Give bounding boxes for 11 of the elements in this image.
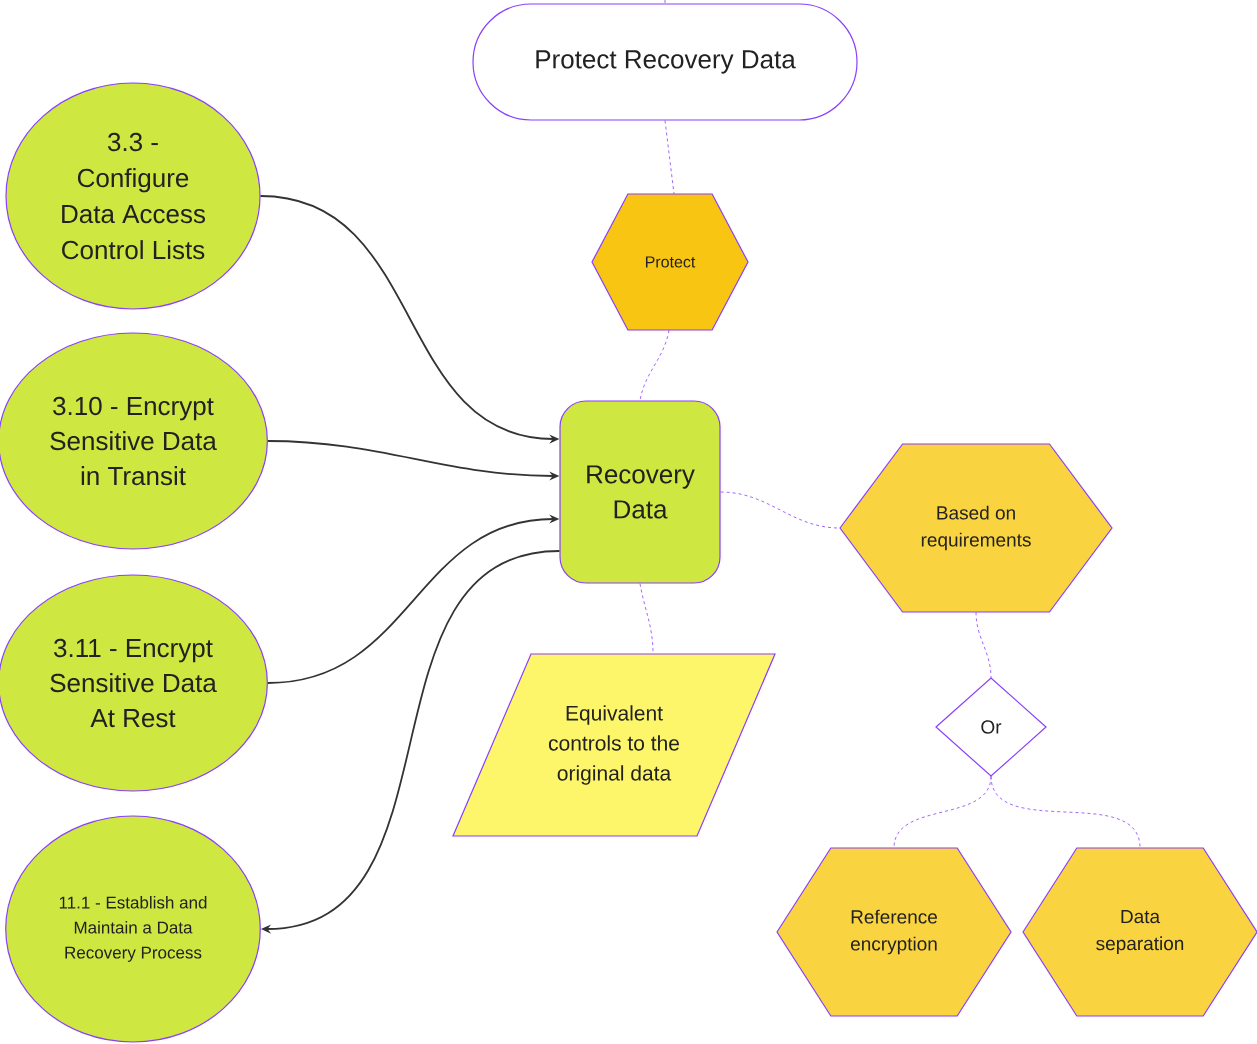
process-hexagon: Reference encryption xyxy=(776,847,1012,1017)
note-parallelogram: Equivalent controls to the original data xyxy=(452,653,776,837)
connector xyxy=(975,611,992,679)
data-box: Recovery Data xyxy=(559,400,721,584)
process-hexagon: Protect xyxy=(591,193,749,331)
process-hexagon: Based on requirements xyxy=(839,443,1113,613)
connector xyxy=(664,0,666,4)
connector xyxy=(990,775,1141,849)
connector xyxy=(664,120,675,195)
connector xyxy=(639,329,670,401)
process-hexagon: Data separation xyxy=(1022,847,1257,1017)
